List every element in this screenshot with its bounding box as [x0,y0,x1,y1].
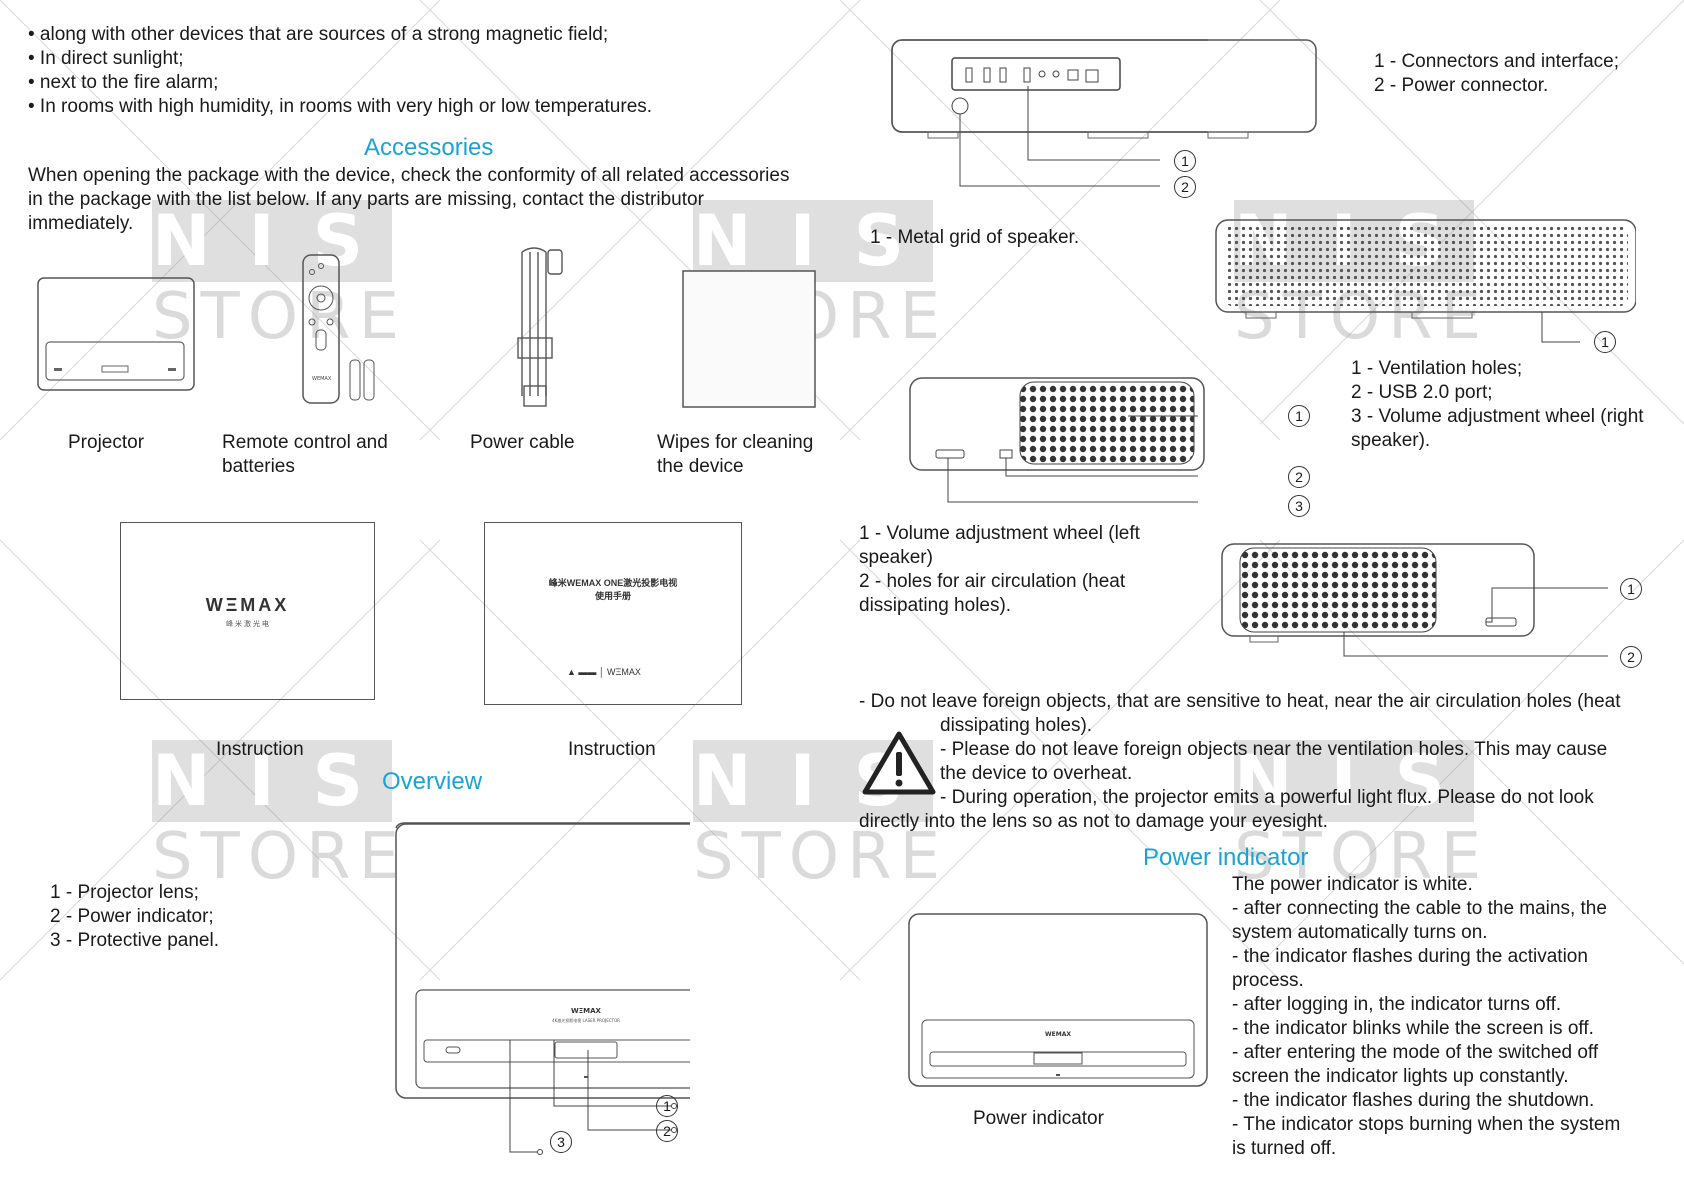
callout-3: 3 [1288,495,1310,517]
projector-illustration [37,277,195,391]
warning-triangle-icon [862,731,936,795]
warning-line: directly into the lens so as not to dama… [859,811,1328,832]
accessories-intro: When opening the package with the device… [28,165,790,234]
right-side-diagram [909,377,1205,503]
instruction-box-2: 峰米WEMAX ONE激光投影电视 使用手册 ▲ ▬▬ │ WΞMAX [484,522,742,705]
callout-1: 1 [1620,578,1642,600]
remote-illustration: WEMAX [302,254,375,404]
warning-line: - During operation, the projector emits … [940,787,1594,808]
booklet-logos: ▲ ▬▬ │ WΞMAX [567,667,641,677]
accessory-label-instruction-1: Instruction [216,739,304,760]
svg-text:WEMAX: WEMAX [1045,1031,1071,1038]
callout-1: 1 [656,1095,678,1117]
brand-logo: WΞMAX [205,595,290,615]
callout-1: 1 [1288,405,1310,427]
power-indicator-caption: Power indicator [973,1108,1104,1129]
callout-2: 2 [1620,646,1642,668]
safety-bullet-list: • along with other devices that are sour… [28,23,652,119]
svg-text:4K激光投影电视 LASER PROJECTOR: 4K激光投影电视 LASER PROJECTOR [552,1017,620,1023]
warning-line: the device to overheat. [940,763,1133,784]
speaker-grid-diagram [1215,219,1636,343]
right-side-list: 1 - Ventilation holes; 2 - USB 2.0 port;… [1351,358,1644,451]
accessory-label-projector: Projector [68,432,145,453]
accessory-label-wipes: Wipes for cleaning the device [657,432,814,477]
svg-text:WEMAX: WEMAX [312,376,332,382]
safety-bullet: • next to the fire alarm; [28,72,219,93]
left-side-list: 1 - Volume adjustment wheel (left speake… [859,523,1140,616]
connectors-list: 1 - Connectors and interface; 2 - Power … [1374,51,1620,96]
brand-subtitle: 峰 米 激 光 电 [226,621,269,628]
accessories-heading: Accessories [364,134,494,161]
power-indicator-diagram: WEMAX [908,913,1208,1087]
svg-text:WΞMAX: WΞMAX [571,1007,602,1015]
callout-2: 2 [656,1120,678,1142]
warning-block: - Do not leave foreign objects, that are… [859,690,1659,834]
instruction-box-1: WΞMAX 峰 米 激 光 电 [120,522,375,700]
projector-front-diagram: WΞMAX 4K激光投影电视 LASER PROJECTOR [395,822,690,1099]
warning-line: - Do not leave foreign objects, that are… [859,691,1621,712]
accessory-label-power-cable: Power cable [470,432,575,453]
booklet-title: 峰米WEMAX ONE激光投影电视 使用手册 [548,578,678,601]
callout-3: 3 [550,1131,572,1153]
overview-heading: Overview [382,768,483,795]
callout-1: 1 [1174,150,1196,172]
safety-bullet: • along with other devices that are sour… [28,24,609,45]
callout-2: 2 [1288,466,1310,488]
safety-bullet: • In direct sunlight; [28,48,184,69]
warning-line: - Please do not leave foreign objects ne… [940,739,1608,760]
projector-back-body [891,39,1317,139]
speaker-list: 1 - Metal grid of speaker. [870,227,1080,248]
wipes-illustration [682,270,816,408]
warning-line: dissipating holes). [940,715,1093,736]
power-cable-illustration [517,247,563,407]
accessory-label-remote: Remote control and batteries [222,432,388,477]
overview-parts-list: 1 - Projector lens; 2 - Power indicator;… [50,882,219,951]
left-side-diagram [1221,543,1608,657]
accessory-label-instruction-2: Instruction [568,739,656,760]
power-indicator-heading: Power indicator [1143,844,1309,871]
callout-2: 2 [1174,176,1196,198]
power-indicator-description: The power indicator is white. - after co… [1232,874,1621,1159]
safety-bullet: • In rooms with high humidity, in rooms … [28,96,653,117]
callout-1: 1 [1594,331,1616,353]
